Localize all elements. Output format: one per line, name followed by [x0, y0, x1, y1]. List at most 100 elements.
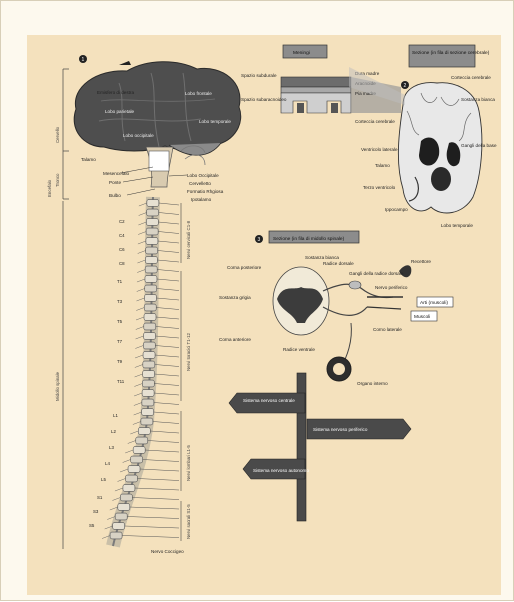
cord-label-6: Recettore: [411, 259, 431, 264]
spinal-nerves-group: [102, 203, 179, 539]
svg-text:Arti (muscoli): Arti (muscoli): [420, 300, 448, 306]
spinal-nerve-left: [136, 327, 144, 330]
svg-text:S3: S3: [93, 509, 99, 514]
spinal-nerve: [145, 450, 179, 452]
spinal-nerve-left: [138, 241, 146, 244]
nerve-group-lumbar: Nervi lombari L1-5: [186, 445, 191, 481]
vertebra: [142, 390, 154, 397]
svg-text:T9: T9: [117, 359, 123, 364]
meninges-label-0: Spazio subdurale: [241, 73, 277, 78]
label-brain-12: Talamo: [81, 157, 96, 162]
svg-text:C8: C8: [119, 261, 125, 266]
svg-text:T3: T3: [117, 299, 123, 304]
spinal-nerve-left: [123, 460, 131, 463]
spinal-nerve: [150, 431, 179, 433]
vertebra: [145, 257, 157, 264]
vertebra: [143, 352, 155, 359]
spinal-nerve: [143, 460, 179, 462]
section-label-2: Gangli della base: [461, 143, 497, 148]
nerve-group-thoracic: Nervi toracici T1-12: [186, 332, 191, 371]
spinal-nerve-left: [135, 365, 143, 368]
svg-text:C2: C2: [119, 219, 125, 224]
spinal-nerve-left: [125, 450, 133, 453]
vertebra: [145, 266, 157, 273]
panel-number-1: 1: [79, 55, 87, 63]
cord-label-1: Sostanza bianca: [305, 255, 339, 260]
svg-text:L5: L5: [101, 477, 106, 482]
spinal-nerve: [125, 526, 179, 528]
svg-text:T1: T1: [117, 279, 123, 284]
spinal-nerve-left: [135, 374, 143, 377]
spinal-nerve: [155, 374, 179, 376]
label-brain-1: Lobo parietale: [105, 109, 135, 114]
spinal-nerve: [159, 203, 179, 205]
spinal-nerve: [155, 365, 179, 367]
vertebra: [141, 418, 153, 425]
svg-text:2: 2: [404, 83, 407, 89]
spinal-nerve: [155, 355, 179, 357]
section-label-6: Ippocampo: [385, 207, 408, 212]
spinal-nerve-left: [136, 336, 144, 339]
side-label-midollo: Midollo spinale: [55, 371, 60, 401]
spinal-nerve-left: [130, 431, 138, 434]
spinal-nerve: [159, 213, 179, 215]
vertebra: [144, 295, 156, 302]
spinal-nerve-left: [137, 260, 145, 263]
spinal-nerve-left: [136, 308, 144, 311]
spinal-nerve: [148, 441, 179, 443]
spinal-nerve-left: [134, 384, 142, 387]
cord-label-10: Organo interno: [357, 381, 388, 386]
spine-illustration: [102, 197, 179, 546]
vertebra: [136, 437, 148, 444]
label-brain-4: Lobo temporale: [199, 119, 231, 124]
vertebra: [144, 323, 156, 330]
vertebra: [128, 466, 140, 473]
spinal-nerve-left: [135, 355, 143, 358]
section-label-1: Sostanza bianca: [461, 97, 495, 102]
svg-text:3: 3: [258, 237, 261, 243]
nerve-group-coccygeal: Nervo Coccigeo: [151, 549, 184, 554]
cord-label-2: Radice dorsale: [323, 261, 354, 266]
spinal-nerve: [140, 469, 179, 471]
label-brain-6: Cervelletto: [189, 181, 211, 186]
spinal-nerve: [157, 270, 179, 272]
vertebra: [144, 304, 156, 311]
label-brain-10: Bulbo: [109, 193, 121, 198]
svg-text:L4: L4: [105, 461, 110, 466]
cord-label-0: Corna posteriore: [227, 265, 262, 270]
spinal-nerve-left: [137, 289, 145, 292]
spinal-nerve: [154, 412, 179, 414]
cord-label-3: Gangli della radice dorsale: [349, 271, 404, 276]
vertebra: [142, 399, 154, 406]
section-label-0: Corteccia cerebrale: [451, 75, 491, 80]
spinal-nerve: [130, 507, 179, 509]
spinal-nerve-left: [134, 403, 142, 406]
side-label-tronco: Tronco: [55, 173, 60, 187]
spinal-nerve: [156, 336, 179, 338]
spinal-nerve: [135, 488, 179, 490]
cord-section-panel: 3 Sezione (in fila di midollo spinale) A…: [219, 231, 453, 386]
side-label-cervello: Cervello: [55, 126, 60, 143]
side-label-encefalo: Encefalo: [47, 179, 52, 197]
cord-label-8: Radice ventrale: [283, 347, 315, 352]
svg-text:C4: C4: [119, 233, 125, 238]
nerve-group-cervical: Nervi cervicali C1-8: [186, 220, 191, 259]
spinal-nerve: [156, 308, 179, 310]
vertebra: [143, 371, 155, 378]
vertebra: [146, 219, 158, 226]
brainstem-box: [149, 151, 169, 171]
vertebra: [146, 247, 158, 254]
vertebra: [123, 485, 135, 492]
svg-text:Muscoli: Muscoli: [414, 314, 430, 320]
section-title-box: [409, 45, 475, 67]
spinal-nerve: [154, 403, 179, 405]
cord-label-4: Nervo periferico: [375, 285, 408, 290]
svg-text:L2: L2: [111, 429, 116, 434]
svg-text:S5: S5: [89, 523, 95, 528]
svg-text:C6: C6: [119, 247, 125, 252]
section-title: Sezione (in fila di sezione cerebrale): [412, 50, 490, 56]
spinal-nerve-left: [138, 222, 146, 225]
spinal-nerve: [157, 289, 179, 291]
vertebra: [120, 494, 132, 501]
spinal-nerve-left: [138, 251, 146, 254]
